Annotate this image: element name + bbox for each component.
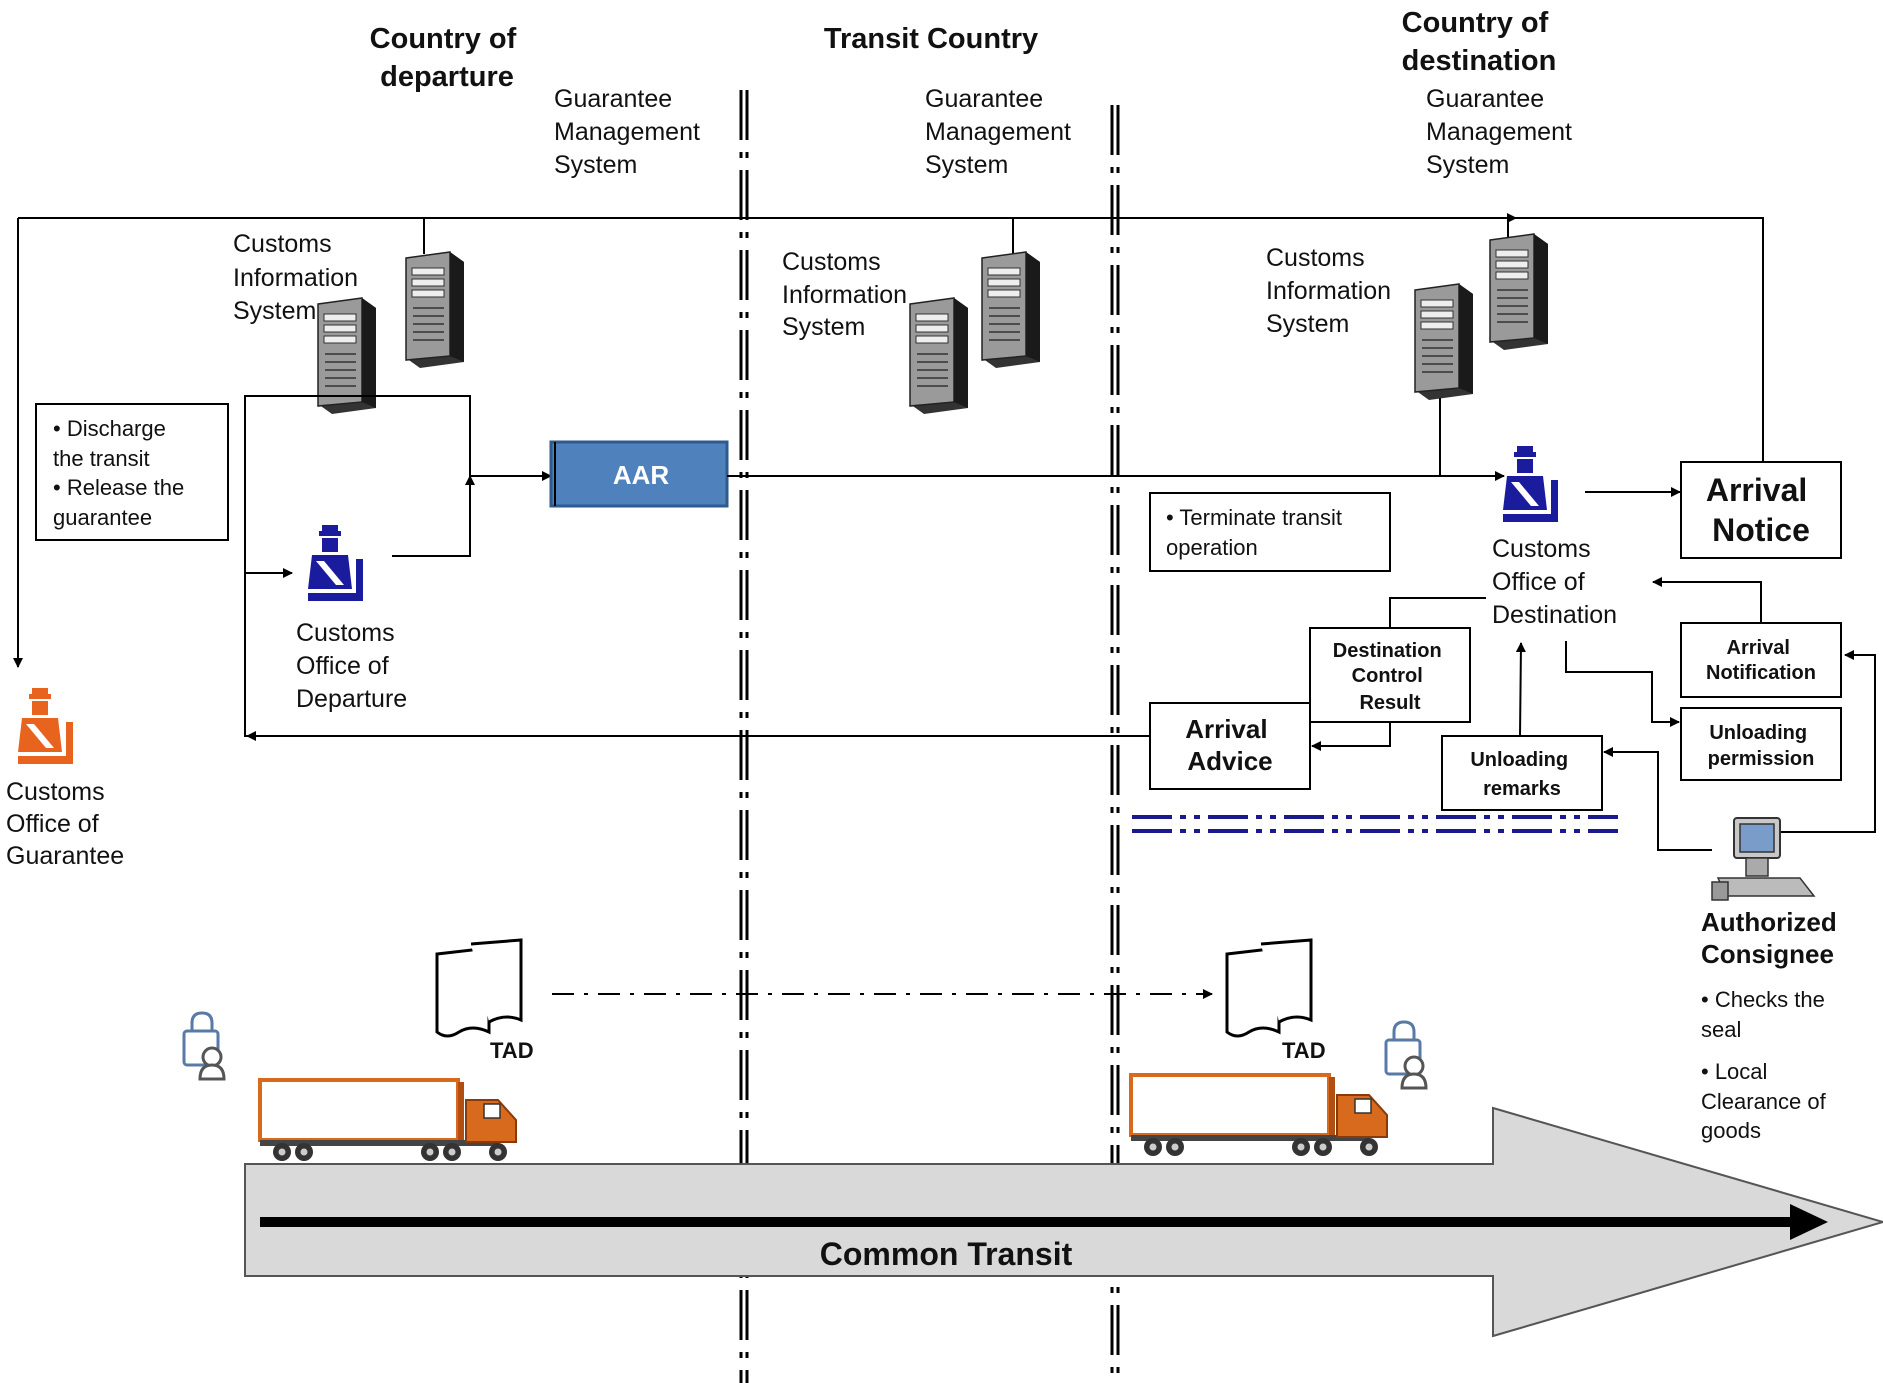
tad-document-icon-destination [1225, 938, 1313, 1038]
aar-message-box: AAR [549, 440, 729, 508]
remarks-to-office-arrow [1515, 642, 1526, 737]
customs-officer-icon-destination [1503, 446, 1558, 522]
gms-label-departure: Guarantee Management System [554, 85, 707, 179]
customs-officer-icon-guarantee [18, 688, 73, 764]
truck-icon-departure [258, 1078, 518, 1163]
svg-text:Destination Control: Destination Control Result [1333, 640, 1447, 714]
tad-label-departure: TAD [490, 1038, 534, 1063]
heading-transit-country: Transit Country [824, 23, 1038, 55]
svg-text:Common Transit: Common Transit [820, 1236, 1073, 1272]
authorized-consignee-boundary [1132, 815, 1618, 833]
office-label-departure: Customs Office of Departure [296, 619, 407, 713]
office-label-destination: Customs Office of Destination [1492, 535, 1617, 629]
common-transit-arrow: Common Transit [244, 1106, 1883, 1338]
control-to-advice-arrow [1311, 722, 1391, 751]
cis-label-transit: Customs Information System [782, 248, 914, 341]
svg-text:• Terminate transit oper: • Terminate transit operation [1166, 505, 1348, 560]
gms-label-destination: Guarantee Management System [1426, 85, 1579, 179]
note-discharge-release: • Discharge the transit • Release the gu… [35, 403, 229, 541]
heading-country-of-departure: Country of departure [370, 23, 525, 93]
svg-text:Unloading remarks: Unloading remarks [1470, 749, 1573, 800]
destination-control-result-box: Destination Control Result [1309, 627, 1471, 723]
notification-to-office-arrow [1652, 577, 1762, 623]
office-to-permission-arrow [1565, 641, 1680, 727]
office-to-control-line [1389, 597, 1486, 628]
server-icon-transit [909, 251, 1041, 415]
svg-text:Unloading permission: Unloading permission [1708, 722, 1815, 770]
svg-text:AAR: AAR [613, 460, 670, 490]
svg-text:Arrival Notice: Arrival Notice [1706, 472, 1816, 548]
note-consignee-local-clearance: • Local Clearance of goods [1701, 1059, 1832, 1143]
note-consignee-checks-seal: • Checks the seal [1701, 987, 1831, 1042]
office-label-guarantee: Customs Office of Guarantee [6, 778, 124, 870]
tad-label-destination: TAD [1282, 1038, 1326, 1063]
departure-connectors [244, 395, 1150, 741]
svg-text:Arrival Advice: Arrival Advice [1185, 714, 1275, 776]
consignee-to-remarks-arrow [1603, 747, 1712, 851]
server-icon-destination [1414, 233, 1549, 401]
svg-text:• Discharge the transit: • Discharge the transit • Release the gu… [53, 416, 190, 530]
computer-icon-consignee [1711, 817, 1816, 901]
consignee-to-notification-arrow [1780, 650, 1876, 833]
tad-document-icon-departure [435, 938, 523, 1038]
unloading-remarks-box: Unloading remarks [1441, 735, 1603, 811]
guarantee-network-line [13, 213, 1764, 668]
heading-country-of-destination: Country of destination [1402, 7, 1557, 77]
seal-lock-icon-departure [182, 1011, 226, 1081]
svg-text:Arrival Notification: Arrival Notification [1706, 637, 1816, 684]
customs-officer-icon-departure [308, 525, 363, 601]
cis-label-departure: Customs Information System [233, 230, 365, 325]
arrival-advice-box: Arrival Advice [1149, 702, 1311, 790]
unloading-permission-box: Unloading permission [1680, 707, 1842, 781]
arrival-notice-box: Arrival Notice [1680, 461, 1842, 559]
truck-icon-destination [1129, 1073, 1389, 1158]
arrival-notification-box: Arrival Notification [1680, 622, 1842, 698]
gms-label-transit: Guarantee Management System [925, 85, 1078, 179]
note-terminate-transit: • Terminate transit operation [1149, 492, 1391, 572]
consignee-label: Authorized Consignee [1701, 907, 1844, 969]
seal-lock-icon-destination [1384, 1020, 1428, 1090]
cis-label-destination: Customs Information System [1266, 244, 1398, 338]
